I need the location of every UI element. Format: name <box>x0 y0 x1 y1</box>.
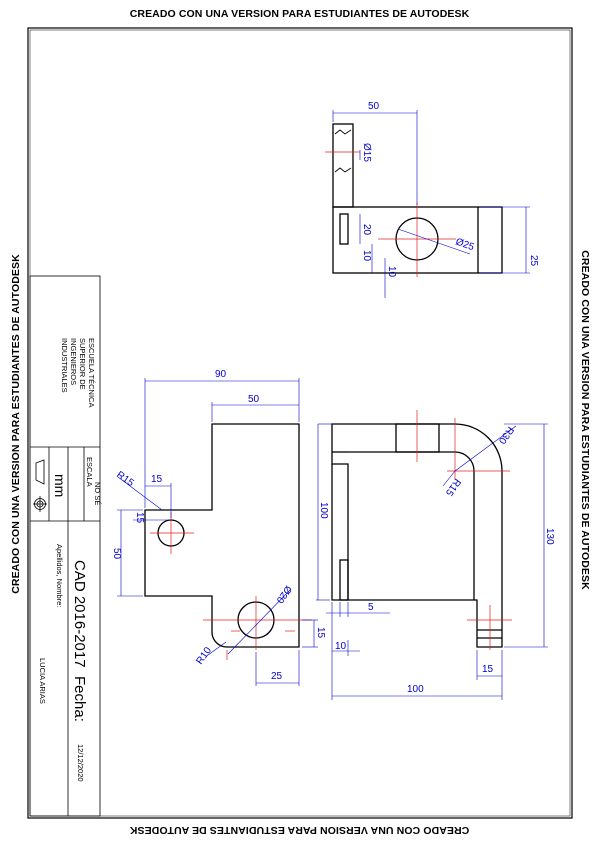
front-inner-dim: 50 <box>248 394 260 405</box>
side-view: R30 R15 100 130 5 10 15 100 <box>316 410 555 700</box>
front-bore-dim: Ø20 <box>273 583 293 605</box>
front-width-dim: 90 <box>215 369 227 380</box>
school-line-1: ESCUELA TÉCNICA <box>87 338 96 407</box>
front-r15-dim: R15 <box>114 469 136 489</box>
scale-label: ESCALA <box>85 457 94 487</box>
side-10-dim: 10 <box>335 641 347 652</box>
watermark-top: CREADO CON UNA VERSION PARA ESTUDIANTES … <box>129 8 470 20</box>
sheet-frame <box>27 27 573 819</box>
units-label: mm <box>52 474 68 497</box>
front-15a-dim: 15 <box>151 474 163 485</box>
side-r30-dim: R30 <box>496 424 516 446</box>
side-15-dim: 15 <box>482 664 494 675</box>
top-slot-dim: 20 <box>361 224 372 236</box>
front-100-dim: 100 <box>318 502 329 519</box>
side-r15-dim: R15 <box>443 476 463 498</box>
top-gap-a-dim: 10 <box>361 250 372 262</box>
front-15c-dim: 15 <box>315 627 326 639</box>
front-50-dim: 50 <box>111 548 122 560</box>
top-gap-b-dim: 10 <box>386 266 397 278</box>
front-15b-dim: 15 <box>134 512 145 524</box>
title-block <box>29 275 101 817</box>
projection-symbol-icon <box>33 459 47 512</box>
top-width-dim: 50 <box>368 101 380 112</box>
side-130-dim: 130 <box>544 528 555 545</box>
name-label: Apellidos, Nombre: <box>55 544 64 607</box>
top-bore-dim: Ø25 <box>454 236 476 253</box>
date-label: Fecha: <box>71 676 88 722</box>
top-hole-dim: Ø15 <box>361 143 372 162</box>
side-5-dim: 5 <box>368 602 374 613</box>
name-value: LUCIA ARIAS <box>38 658 47 704</box>
top-height-dim: 25 <box>528 255 539 267</box>
course-title: CAD 2016-2017 <box>71 560 88 668</box>
school-name: ESCUELA TÉCNICA SUPERIOR DE INGENIEROS I… <box>60 338 96 407</box>
front-view: 90 50 R15 15 15 50 Ø20 R10 25 15 <box>111 369 326 686</box>
scale-value: NO SÉ <box>93 482 102 505</box>
top-view: 50 Ø15 20 10 10 Ø25 25 <box>325 101 539 298</box>
front-25-dim: 25 <box>271 671 283 682</box>
school-line-3: INGENIEROS <box>69 338 78 385</box>
front-r10-dim: R10 <box>194 645 214 667</box>
school-line-2: SUPERIOR DE <box>78 338 87 390</box>
school-line-4: INDUSTRIALES <box>60 338 69 393</box>
side-100-dim: 100 <box>407 684 424 695</box>
date-value: 12/12/2020 <box>76 744 85 782</box>
